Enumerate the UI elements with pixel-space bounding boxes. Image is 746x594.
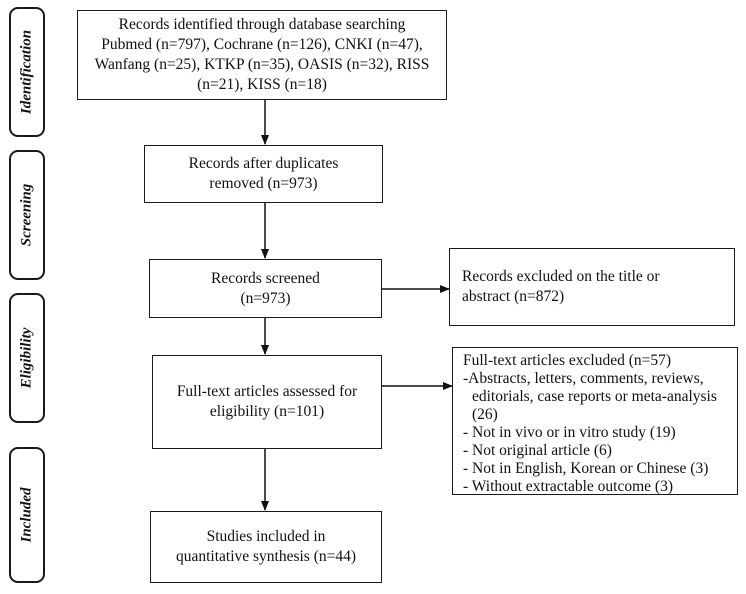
fulltext-excluded-header: Full-text articles excluded (n=57) (463, 352, 672, 369)
studies-included-line-1: Studies included in (206, 528, 326, 545)
records-after-duplicates-line-1: Records after duplicates (188, 155, 339, 172)
exclusion-reason-3: - Not original article (6) (463, 442, 612, 459)
records-excluded-title-line-1: Records excluded on the title or (462, 268, 660, 285)
phase-identification: Identification (9, 7, 45, 137)
exclusion-reason-2: - Not in vivo or in vitro study (19) (463, 424, 676, 441)
phase-screening: Screening (9, 150, 45, 280)
records-after-duplicates-line-2: removed (n=973) (209, 175, 318, 192)
exclusion-reason-5: - Without extractable outcome (3) (463, 478, 673, 495)
fulltext-excluded-box: Full-text articles excluded (n=57) -Abst… (452, 347, 738, 495)
exclusion-reason-1: -Abstracts, letters, comments, reviews, … (463, 370, 717, 423)
records-identified-line-3: Wanfang (n=25), KTKP (n=35), OASIS (n=32… (94, 56, 430, 73)
phase-eligibility: Eligibility (9, 293, 45, 423)
records-identified-line-1: Records identified through database sear… (118, 16, 406, 33)
studies-included-line-2: quantitative synthesis (n=44) (175, 548, 357, 565)
records-identified-line-4: (n=21), KISS (n=18) (197, 76, 327, 93)
records-screened-line-1: Records screened (211, 269, 320, 287)
fulltext-assessed-line-1: Full-text articles assessed for (176, 383, 358, 400)
records-excluded-title-line-2: abstract (n=872) (462, 288, 565, 305)
fulltext-assessed-line-2: eligibility (n=101) (209, 403, 325, 420)
records-after-duplicates-box: Records after duplicates removed (n=973) (144, 145, 383, 203)
records-screened-line-2: (n=973) (240, 289, 291, 307)
records-excluded-title-box: Records excluded on the title or abstrac… (449, 248, 735, 326)
records-identified-line-2: Pubmed (n=797), Cochrane (n=126), CNKI (… (101, 36, 423, 53)
studies-included-box: Studies included in quantitative synthes… (150, 511, 382, 583)
exclusion-reason-4: - Not in English, Korean or Chinese (3) (463, 460, 709, 477)
records-identified-box: Records identified through database sear… (77, 10, 447, 100)
fulltext-assessed-box: Full-text articles assessed for eligibil… (152, 355, 382, 449)
phase-included: Included (9, 447, 45, 583)
records-screened-box: Records screened (n=973) (149, 259, 382, 318)
